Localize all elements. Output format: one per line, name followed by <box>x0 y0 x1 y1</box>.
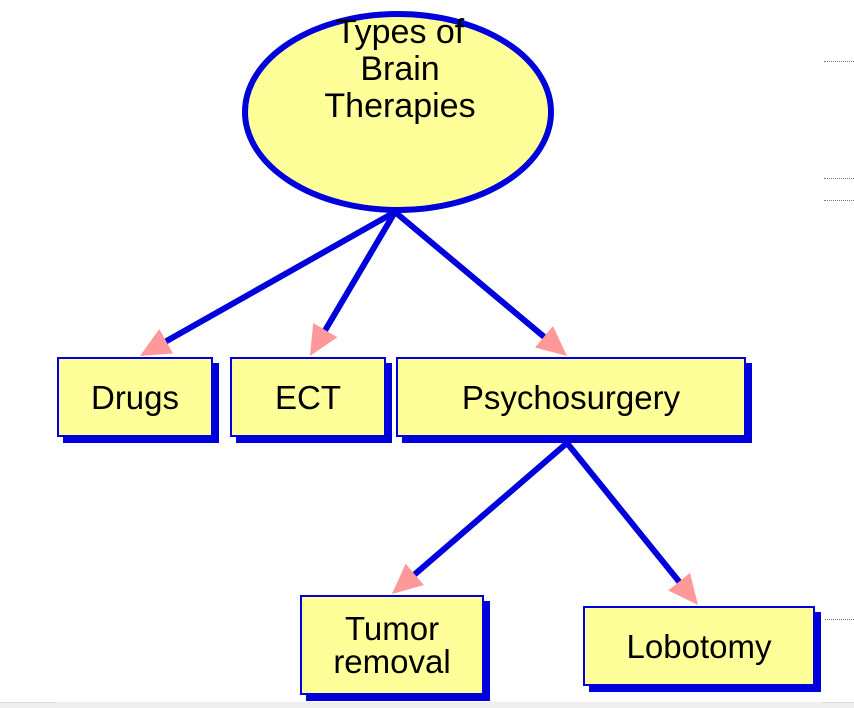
edge-root-to-drugs <box>161 209 398 346</box>
edge-root-to-psychosurgery <box>392 209 549 342</box>
arrowhead-lobotomy <box>668 572 698 605</box>
margin-rule <box>824 200 854 201</box>
node-tumor-removal-label-line2: removal <box>333 643 451 680</box>
node-drugs-label: Drugs <box>90 378 180 416</box>
arrowhead-tumor-removal <box>392 563 424 594</box>
arrowhead-psychosurgery <box>535 326 567 356</box>
margin-rule <box>824 178 854 179</box>
node-lobotomy-label: Lobotomy <box>626 627 772 665</box>
node-psychosurgery-label: Psychosurgery <box>461 378 681 416</box>
margin-rule <box>825 619 854 620</box>
node-ect[interactable]: ECT <box>230 357 386 437</box>
node-tumor-removal[interactable]: Tumor removal <box>300 595 484 695</box>
node-lobotomy[interactable]: Lobotomy <box>583 606 815 686</box>
node-tumor-removal-label-line1: Tumor <box>344 610 440 647</box>
band-edge <box>0 702 55 703</box>
arrowhead-ect <box>310 323 338 356</box>
edge-psychosurgery-to-tumor-removal <box>410 440 570 579</box>
margin-rule <box>824 61 854 62</box>
node-drugs[interactable]: Drugs <box>57 357 213 437</box>
root-node-shape[interactable] <box>242 11 554 213</box>
edge-psychosurgery-to-lobotomy <box>564 440 684 587</box>
band-edge <box>822 702 854 703</box>
edge-root-to-ect <box>321 209 398 335</box>
edges-layer <box>140 209 698 605</box>
node-ect-label: ECT <box>275 378 341 416</box>
node-psychosurgery[interactable]: Psychosurgery <box>396 357 746 437</box>
bottom-scroll-band <box>0 702 854 708</box>
arrowhead-drugs <box>140 329 174 356</box>
